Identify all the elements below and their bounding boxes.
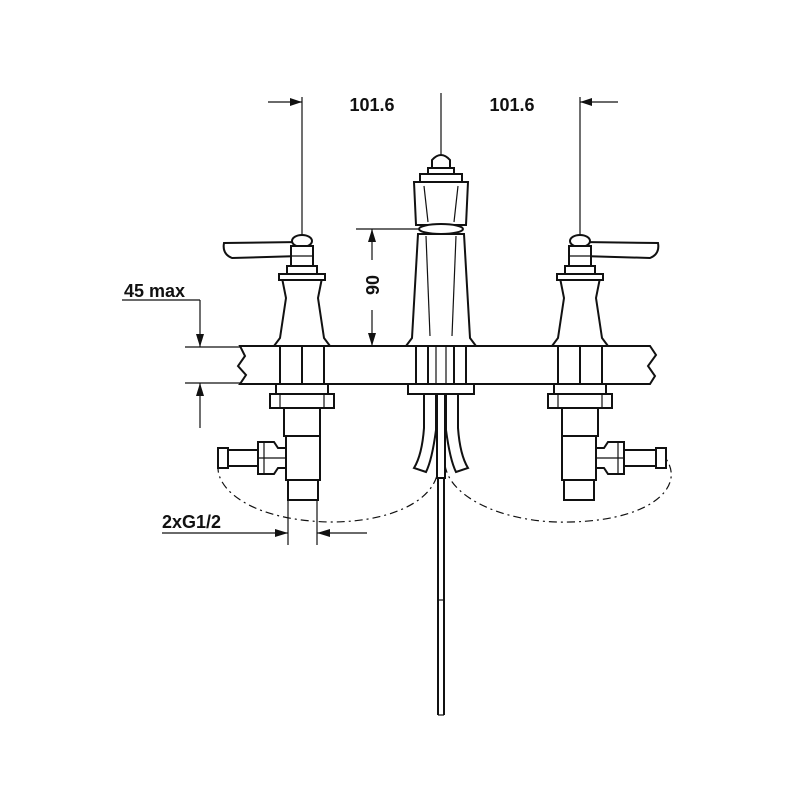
extension-lines [268,93,618,240]
deck-thickness-label: 45 max [124,281,185,301]
right-spacing-label: 101.6 [489,95,534,115]
spout-height-label: 90 [363,275,383,295]
left-spacing-label: 101.6 [349,95,394,115]
deck-thickness-dimension [122,299,240,428]
countertop-slab [236,345,658,385]
hose-swing-arcs [217,449,672,523]
center-spout [404,154,478,716]
connection-dimension [162,500,367,545]
left-handle-valve [217,234,335,501]
right-handle-valve [547,234,667,501]
connection-label: 2xG1/2 [162,512,221,532]
spout-height-dimension [356,228,422,346]
